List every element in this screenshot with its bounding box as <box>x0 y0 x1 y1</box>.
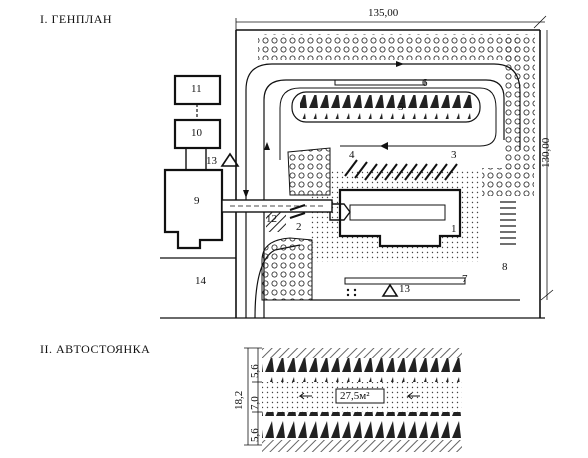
label-5: 5 <box>398 101 404 113</box>
label-13-upper: 13 <box>206 155 217 167</box>
label-2: 2 <box>296 221 302 233</box>
parking-dim-c: 5,6 <box>249 428 261 442</box>
width-dimension-label: 135,00 <box>368 7 399 19</box>
section-title-parking: II. АВТОСТОЯНКА <box>40 342 151 356</box>
label-13-lower: 13 <box>399 283 410 295</box>
parking-dim-total: 18,2 <box>233 390 245 410</box>
parking-8 <box>500 201 516 245</box>
label-4: 4 <box>349 149 355 161</box>
inner-loop <box>279 87 497 160</box>
strip-7 <box>344 277 466 285</box>
label-12: 12 <box>266 213 277 225</box>
label-1: 1 <box>451 223 457 235</box>
section-title-genplan: I. ГЕНПЛАН <box>40 12 113 26</box>
parking-dim-lines <box>244 347 262 446</box>
parking-detail <box>262 348 462 452</box>
label-3: 3 <box>451 149 457 161</box>
tree-belt-top <box>258 34 518 60</box>
parking-5 <box>291 91 481 123</box>
label-11: 11 <box>191 83 202 95</box>
trees-lower-left <box>261 237 313 301</box>
building-1-entry <box>329 203 351 221</box>
parking-dim-b: 7,0 <box>249 396 261 410</box>
item-12-area <box>266 212 286 232</box>
parking-dim-a: 5,6 <box>249 364 261 378</box>
building-9 <box>163 168 224 250</box>
parking-area-label: 27,5м² <box>340 390 370 402</box>
dimension-width <box>235 15 547 30</box>
parking-5-stalls <box>300 95 472 119</box>
strip-6 <box>334 79 426 86</box>
triangle-13-upper <box>220 152 240 167</box>
direction-arrows <box>243 61 404 198</box>
label-9: 9 <box>194 195 200 207</box>
building-11 <box>173 74 222 106</box>
label-8: 8 <box>502 261 508 273</box>
building-1 <box>338 188 462 248</box>
label-6: 6 <box>422 77 428 89</box>
connector-10-9 <box>185 147 207 171</box>
strip-2 <box>289 204 306 219</box>
ring-road-outer <box>245 63 521 318</box>
dimension-height <box>540 30 554 301</box>
trees-mid-left <box>287 147 331 196</box>
height-dimension-label: 130,00 <box>540 137 552 168</box>
plot-boundary <box>235 29 541 318</box>
bollards <box>346 288 357 297</box>
label-7: 7 <box>462 273 468 285</box>
label-10: 10 <box>191 127 202 139</box>
triangle-13-lower <box>381 283 399 297</box>
tree-belt-right-low <box>482 168 534 196</box>
label-14: 14 <box>195 275 206 287</box>
parking-4-3 <box>344 159 458 181</box>
